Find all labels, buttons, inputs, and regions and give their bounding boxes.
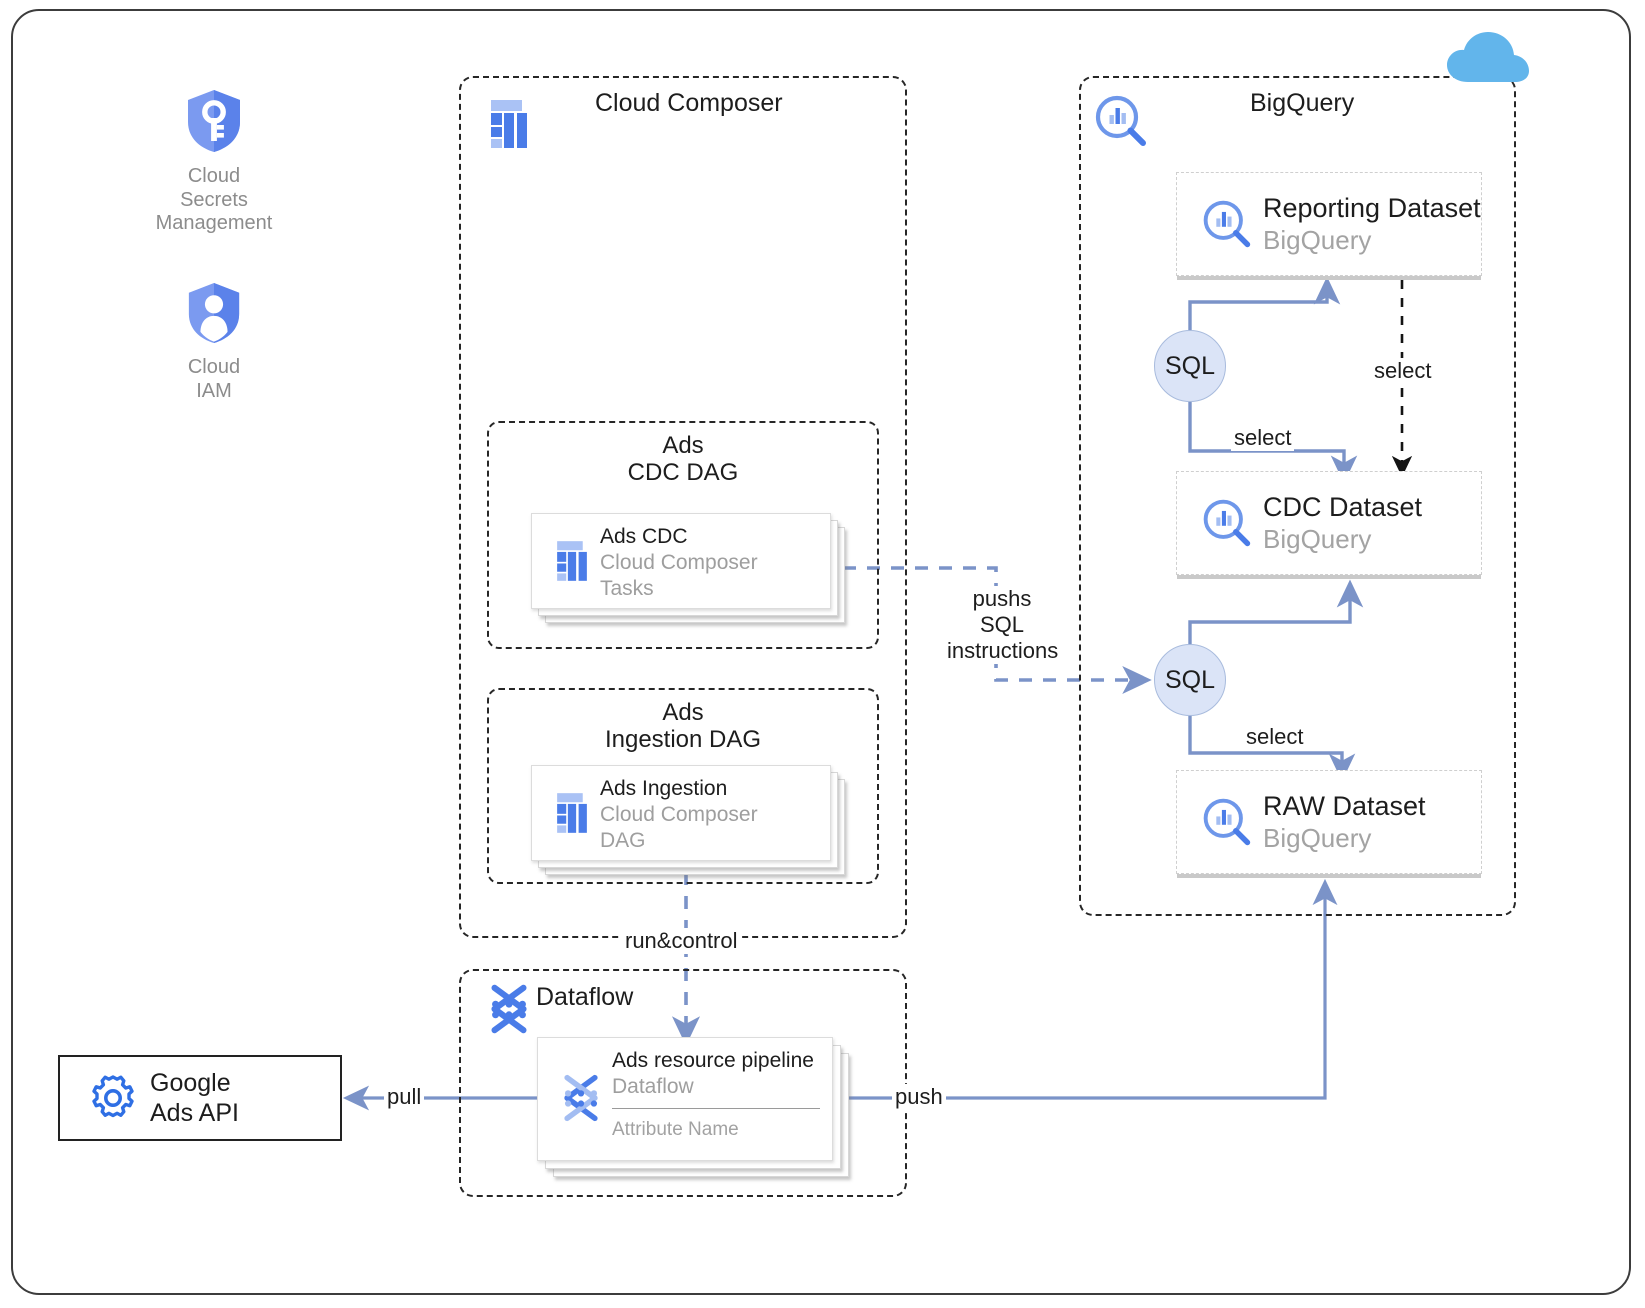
ads-cdc-dag-title: Ads CDC DAG (627, 432, 739, 486)
shield-person-icon (185, 281, 243, 350)
dataflow-icon (550, 1048, 612, 1148)
ads-ingestion-dag-subgroup (487, 688, 879, 884)
bigquery-title: BigQuery (1250, 89, 1355, 117)
ads-ingestion-card[interactable]: Ads Ingestion Cloud Composer DAG (531, 765, 831, 861)
sql-node-bottom[interactable]: SQL (1154, 644, 1226, 716)
pipeline-card-attribute: Attribute Name (612, 1119, 739, 1141)
reporting-dataset-box[interactable]: Reporting Dataset BigQuery (1176, 172, 1482, 276)
dataflow-icon (484, 983, 534, 1040)
bigquery-icon (1093, 93, 1149, 154)
ads-ingestion-dag-title: Ads Ingestion DAG (604, 699, 762, 753)
raw-dataset-title: RAW Dataset (1263, 791, 1426, 822)
edge-label-pull: pull (384, 1084, 425, 1110)
reporting-dataset-title: Reporting Dataset (1263, 193, 1481, 224)
raw-dataset-box[interactable]: RAW Dataset BigQuery (1176, 770, 1482, 874)
cdc-dataset-subtitle: BigQuery (1263, 523, 1372, 554)
edge-label-run-and-control: run&control (622, 928, 741, 954)
cloud-composer-icon (544, 776, 600, 850)
google-ads-api-label: Google Ads API (150, 1069, 239, 1127)
bigquery-icon (1191, 198, 1263, 250)
ads-ingestion-card-stack[interactable]: Ads Ingestion Cloud Composer DAG (531, 765, 847, 875)
edge-label-pushs-sql-instructions: pushs SQL instructions (944, 586, 1060, 664)
edge-label-select-cdc-from-sql-top: select (1231, 425, 1295, 451)
ads-resource-pipeline-card[interactable]: Ads resource pipeline Dataflow Attribute… (537, 1037, 833, 1161)
ads-cdc-card[interactable]: Ads CDC Cloud Composer Tasks (531, 513, 831, 609)
dataflow-title: Dataflow (536, 983, 634, 1011)
cloud-secrets-management: Cloud Secrets Management (152, 88, 276, 236)
cloud-composer-icon (486, 98, 532, 155)
bigquery-icon (1191, 497, 1263, 549)
pipeline-card-title: Ads resource pipeline (612, 1049, 814, 1072)
cdc-dataset-title: CDC Dataset (1263, 492, 1423, 523)
ads-cdc-card-subtitle: Cloud Composer Tasks (600, 551, 758, 601)
ads-ingestion-card-title: Ads Ingestion (600, 777, 728, 800)
ads-cdc-card-stack[interactable]: Ads CDC Cloud Composer Tasks (531, 513, 847, 623)
cdc-dataset-box[interactable]: CDC Dataset BigQuery (1176, 471, 1482, 575)
pipeline-card-subtitle: Dataflow (612, 1075, 694, 1099)
card-divider (612, 1108, 820, 1110)
dataflow-card-stack[interactable]: Ads resource pipeline Dataflow Attribute… (537, 1037, 855, 1181)
ads-cdc-card-title: Ads CDC (600, 525, 688, 548)
cloud-composer-title: Cloud Composer (595, 89, 783, 117)
shield-key-icon (184, 88, 244, 159)
ads-cdc-dag-subgroup (487, 421, 879, 649)
ads-ingestion-card-subtitle: Cloud Composer DAG (600, 803, 758, 853)
cloud-iam: Cloud IAM (152, 281, 276, 403)
cloud-secrets-management-label: Cloud Secrets Management (155, 165, 273, 235)
raw-dataset-subtitle: BigQuery (1263, 822, 1372, 853)
bigquery-icon (1191, 796, 1263, 848)
reporting-dataset-subtitle: BigQuery (1263, 224, 1372, 255)
cloud-iam-label: Cloud IAM (187, 356, 241, 402)
gear-icon (76, 1074, 150, 1122)
google-ads-api-box[interactable]: Google Ads API (58, 1055, 342, 1141)
dataflow-group (459, 969, 907, 1197)
sql-node-top[interactable]: SQL (1154, 330, 1226, 402)
edge-label-select-raw: select (1243, 724, 1307, 750)
edge-label-select-black: select (1371, 358, 1435, 384)
edge-label-push: push (892, 1084, 946, 1110)
cloud-composer-icon (544, 524, 600, 598)
cloud-icon (1443, 28, 1531, 91)
bigquery-group (1079, 76, 1516, 916)
